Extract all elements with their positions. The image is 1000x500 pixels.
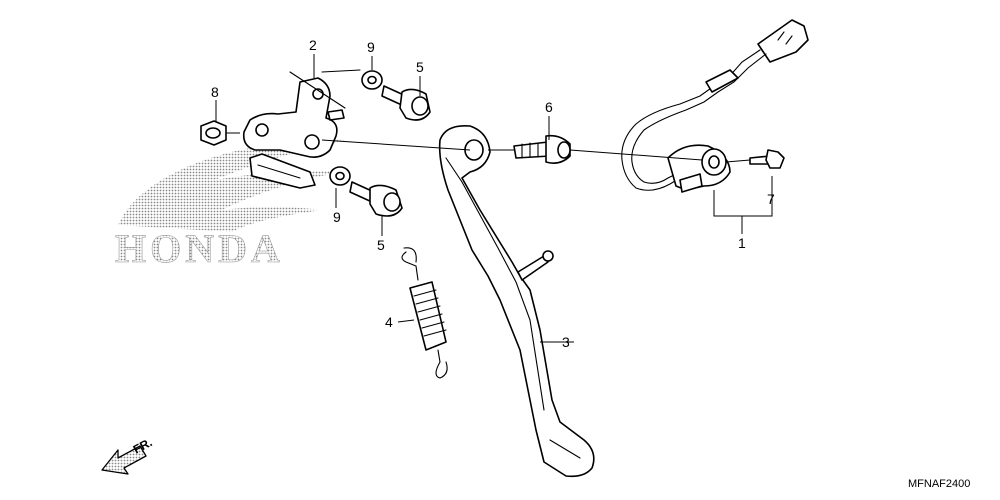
pivot-bolt-part-6 (513, 134, 571, 164)
flange-nut-part-8 (200, 120, 240, 146)
bracket-part-2 (242, 69, 361, 189)
honda-logo-text: HONDA (115, 226, 284, 271)
washer-part-9-upper (361, 70, 383, 90)
side-stand-switch-part-1 (621, 19, 809, 193)
socket-bolt-part-5-upper (381, 85, 431, 121)
callout-5-upper: 5 (416, 59, 424, 75)
callout-3: 3 (562, 334, 570, 350)
bolt-part-7 (749, 149, 785, 169)
front-direction-arrow-icon (101, 445, 147, 475)
callout-5-lower: 5 (377, 237, 385, 253)
callout-9-upper: 9 (367, 39, 375, 55)
socket-bolt-part-5-lower (349, 181, 403, 217)
callout-6: 6 (545, 99, 553, 115)
side-stand-part-3 (438, 124, 595, 478)
callout-2: 2 (309, 37, 317, 53)
assembly-lines (321, 139, 751, 163)
spring-part-4 (401, 247, 448, 379)
callout-4: 4 (385, 314, 393, 330)
callout-1: 1 (738, 235, 746, 251)
drawing-code: MFNAF2400 (908, 478, 970, 490)
callout-7: 7 (767, 191, 775, 207)
callout-leaders (215, 54, 773, 343)
washer-part-9-lower (329, 166, 351, 186)
honda-wing-logo (118, 139, 345, 232)
callout-9-lower: 9 (333, 209, 341, 225)
callout-8: 8 (211, 84, 219, 100)
